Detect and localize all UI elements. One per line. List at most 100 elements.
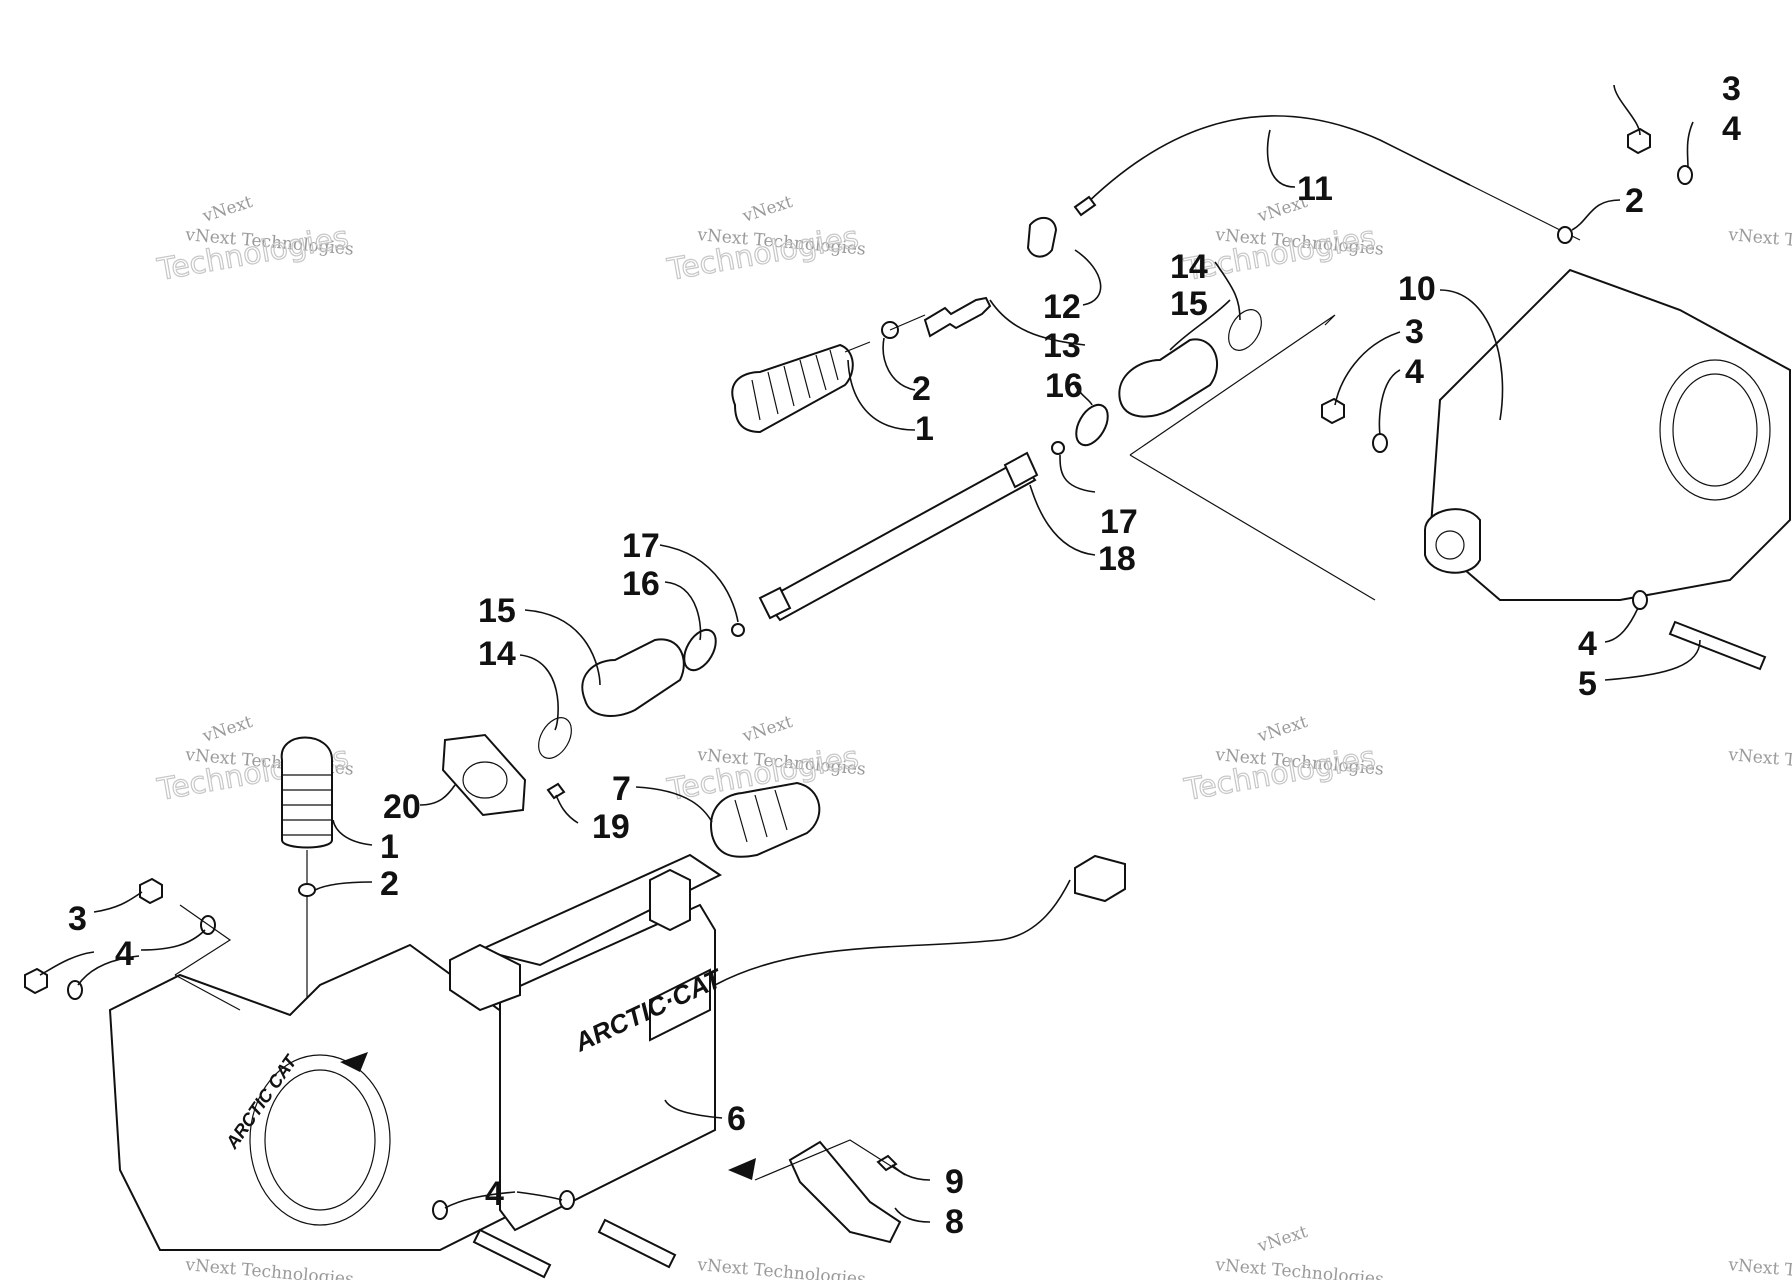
- callout-4: 4: [1405, 353, 1424, 391]
- callout-2: 2: [380, 865, 399, 903]
- shift-cable-end: [1073, 195, 1097, 217]
- gearcase-assembly: ARCTIC·CAT: [449, 853, 728, 1232]
- watermark: vNext Technologies: [1727, 745, 1792, 780]
- watermark-small-text: vNext Technologies: [184, 1255, 355, 1280]
- callout-15: 15: [478, 592, 516, 630]
- cable-adjuster: [923, 296, 992, 338]
- callout-4: 4: [1578, 625, 1597, 663]
- nut-upper-left: [139, 877, 163, 905]
- callout-9: 9: [945, 1163, 964, 1201]
- callout-13: 13: [1043, 327, 1081, 365]
- watermark-arc-text: vNext: [199, 712, 255, 747]
- bolt-19: [546, 782, 566, 800]
- callout-11: 11: [1297, 170, 1333, 208]
- bearing-ring-lower: [683, 628, 717, 672]
- callout-2: 2: [912, 370, 931, 408]
- callout-17: 17: [622, 527, 660, 565]
- callout-3: 3: [1405, 313, 1424, 351]
- callout-17: 17: [1100, 503, 1138, 541]
- bolt-right: [1668, 620, 1767, 671]
- watermark-small-text: vNext Technologies: [1727, 1255, 1792, 1280]
- watermark: vNext vNext Technologies Technologies: [1181, 712, 1385, 809]
- assembly-outline-right: [1129, 314, 1376, 601]
- clip-right: [1557, 226, 1573, 244]
- parts-artwork: ARCTIC CAT ARCTIC·CAT: [24, 115, 1791, 1279]
- front-gear-housing: ARCTIC CAT: [108, 943, 552, 1251]
- callout-10: 10: [1398, 270, 1436, 308]
- callout-16: 16: [1045, 367, 1083, 405]
- washer-bottom-mid: [559, 1190, 575, 1210]
- watermark-small-text: vNext Technologies: [1727, 225, 1792, 260]
- watermark: vNext vNext Technologies Technologies: [664, 192, 867, 289]
- shift-cable: [1079, 115, 1471, 211]
- watermark-small-text: vNext Technologies: [1727, 745, 1792, 780]
- callout-3: 3: [1722, 70, 1741, 108]
- callout-4: 4: [1722, 110, 1741, 148]
- boot-7: [710, 781, 821, 858]
- boot-lower: [581, 638, 685, 717]
- callout-18: 18: [1098, 540, 1136, 578]
- spacer-upper: [1051, 441, 1065, 455]
- washer-bottom-left: [432, 1200, 448, 1220]
- watermark-arc-text: vNext: [1254, 1222, 1310, 1257]
- watermark-small-text: vNext Technologies: [1214, 1255, 1385, 1280]
- cable-bracket: [1026, 216, 1058, 258]
- watermark: vNext Technologies: [1727, 225, 1792, 260]
- watermark-small-text: vNext Technologies: [696, 1255, 867, 1280]
- watermark-arc-text: vNext: [739, 192, 795, 227]
- flange-plate: [441, 733, 527, 817]
- callout-16: 16: [622, 565, 660, 603]
- callout-8: 8: [945, 1203, 964, 1241]
- spacer-lower: [731, 623, 745, 637]
- leader-lines: [39, 84, 1701, 1223]
- bolt-bottom-mid: [597, 1218, 677, 1269]
- assembly-outline-bottom: [754, 1139, 906, 1181]
- callout-19: 19: [592, 808, 630, 846]
- bolt-bottom-left: [472, 1228, 552, 1279]
- direction-arrow-left: [340, 1052, 368, 1072]
- wire-harness: [714, 879, 1071, 986]
- clamp-ring-lower: [538, 717, 572, 759]
- callout-14: 14: [1170, 248, 1208, 286]
- callout-20: 20: [383, 788, 421, 826]
- bracket-8: [788, 1140, 902, 1244]
- watermark: vNext vNext Technologies: [1214, 1222, 1385, 1280]
- nut-mid-right: [1321, 397, 1345, 425]
- callout-3: 3: [68, 900, 87, 938]
- output-spline: [649, 868, 691, 932]
- watermark-arc-text: vNext: [1254, 712, 1310, 747]
- callout-7: 7: [612, 770, 631, 808]
- washer-low-right: [1632, 590, 1648, 610]
- clip-lower: [298, 883, 316, 897]
- washer-top-right: [1677, 165, 1693, 185]
- drive-shaft: [758, 451, 1039, 622]
- watermark: vNext Technologies: [696, 1255, 867, 1280]
- direction-arrow-bottom: [728, 1158, 756, 1180]
- callout-15: 15: [1170, 285, 1208, 323]
- watermark: vNext vNext Technologies Technologies: [154, 192, 355, 289]
- callout-4: 4: [485, 1175, 504, 1213]
- nut-top-right: [1627, 127, 1651, 155]
- rubber-boot-lower: [280, 736, 333, 1010]
- assembly-outline-left: [174, 904, 241, 1011]
- callout-5: 5: [1578, 665, 1597, 703]
- bearing-ring-upper: [1075, 403, 1109, 447]
- rubber-boot-upper: [731, 341, 871, 434]
- callout-1: 1: [915, 410, 934, 448]
- callout-2: 2: [1625, 182, 1644, 220]
- watermark: vNext vNext Technologies Technologies: [1181, 192, 1385, 289]
- callouts: 1 2 11 12 13 3 4 2 14 15 16 17 18 10 3 4…: [68, 70, 1741, 1241]
- watermark-arc-text: vNext: [739, 712, 795, 747]
- boot-upper-right: [1118, 338, 1219, 418]
- watermark: vNext Technologies: [1727, 1255, 1792, 1280]
- wire-connector: [1074, 854, 1126, 903]
- callout-14: 14: [478, 635, 516, 673]
- washer-lower-left: [67, 980, 83, 1000]
- rear-differential: [1424, 268, 1791, 601]
- callout-1: 1: [380, 828, 399, 866]
- clamp-ring-upper: [1228, 309, 1262, 351]
- callout-6: 6: [727, 1100, 746, 1138]
- callout-4: 4: [115, 935, 134, 973]
- watermark-arc-text: vNext: [199, 192, 255, 227]
